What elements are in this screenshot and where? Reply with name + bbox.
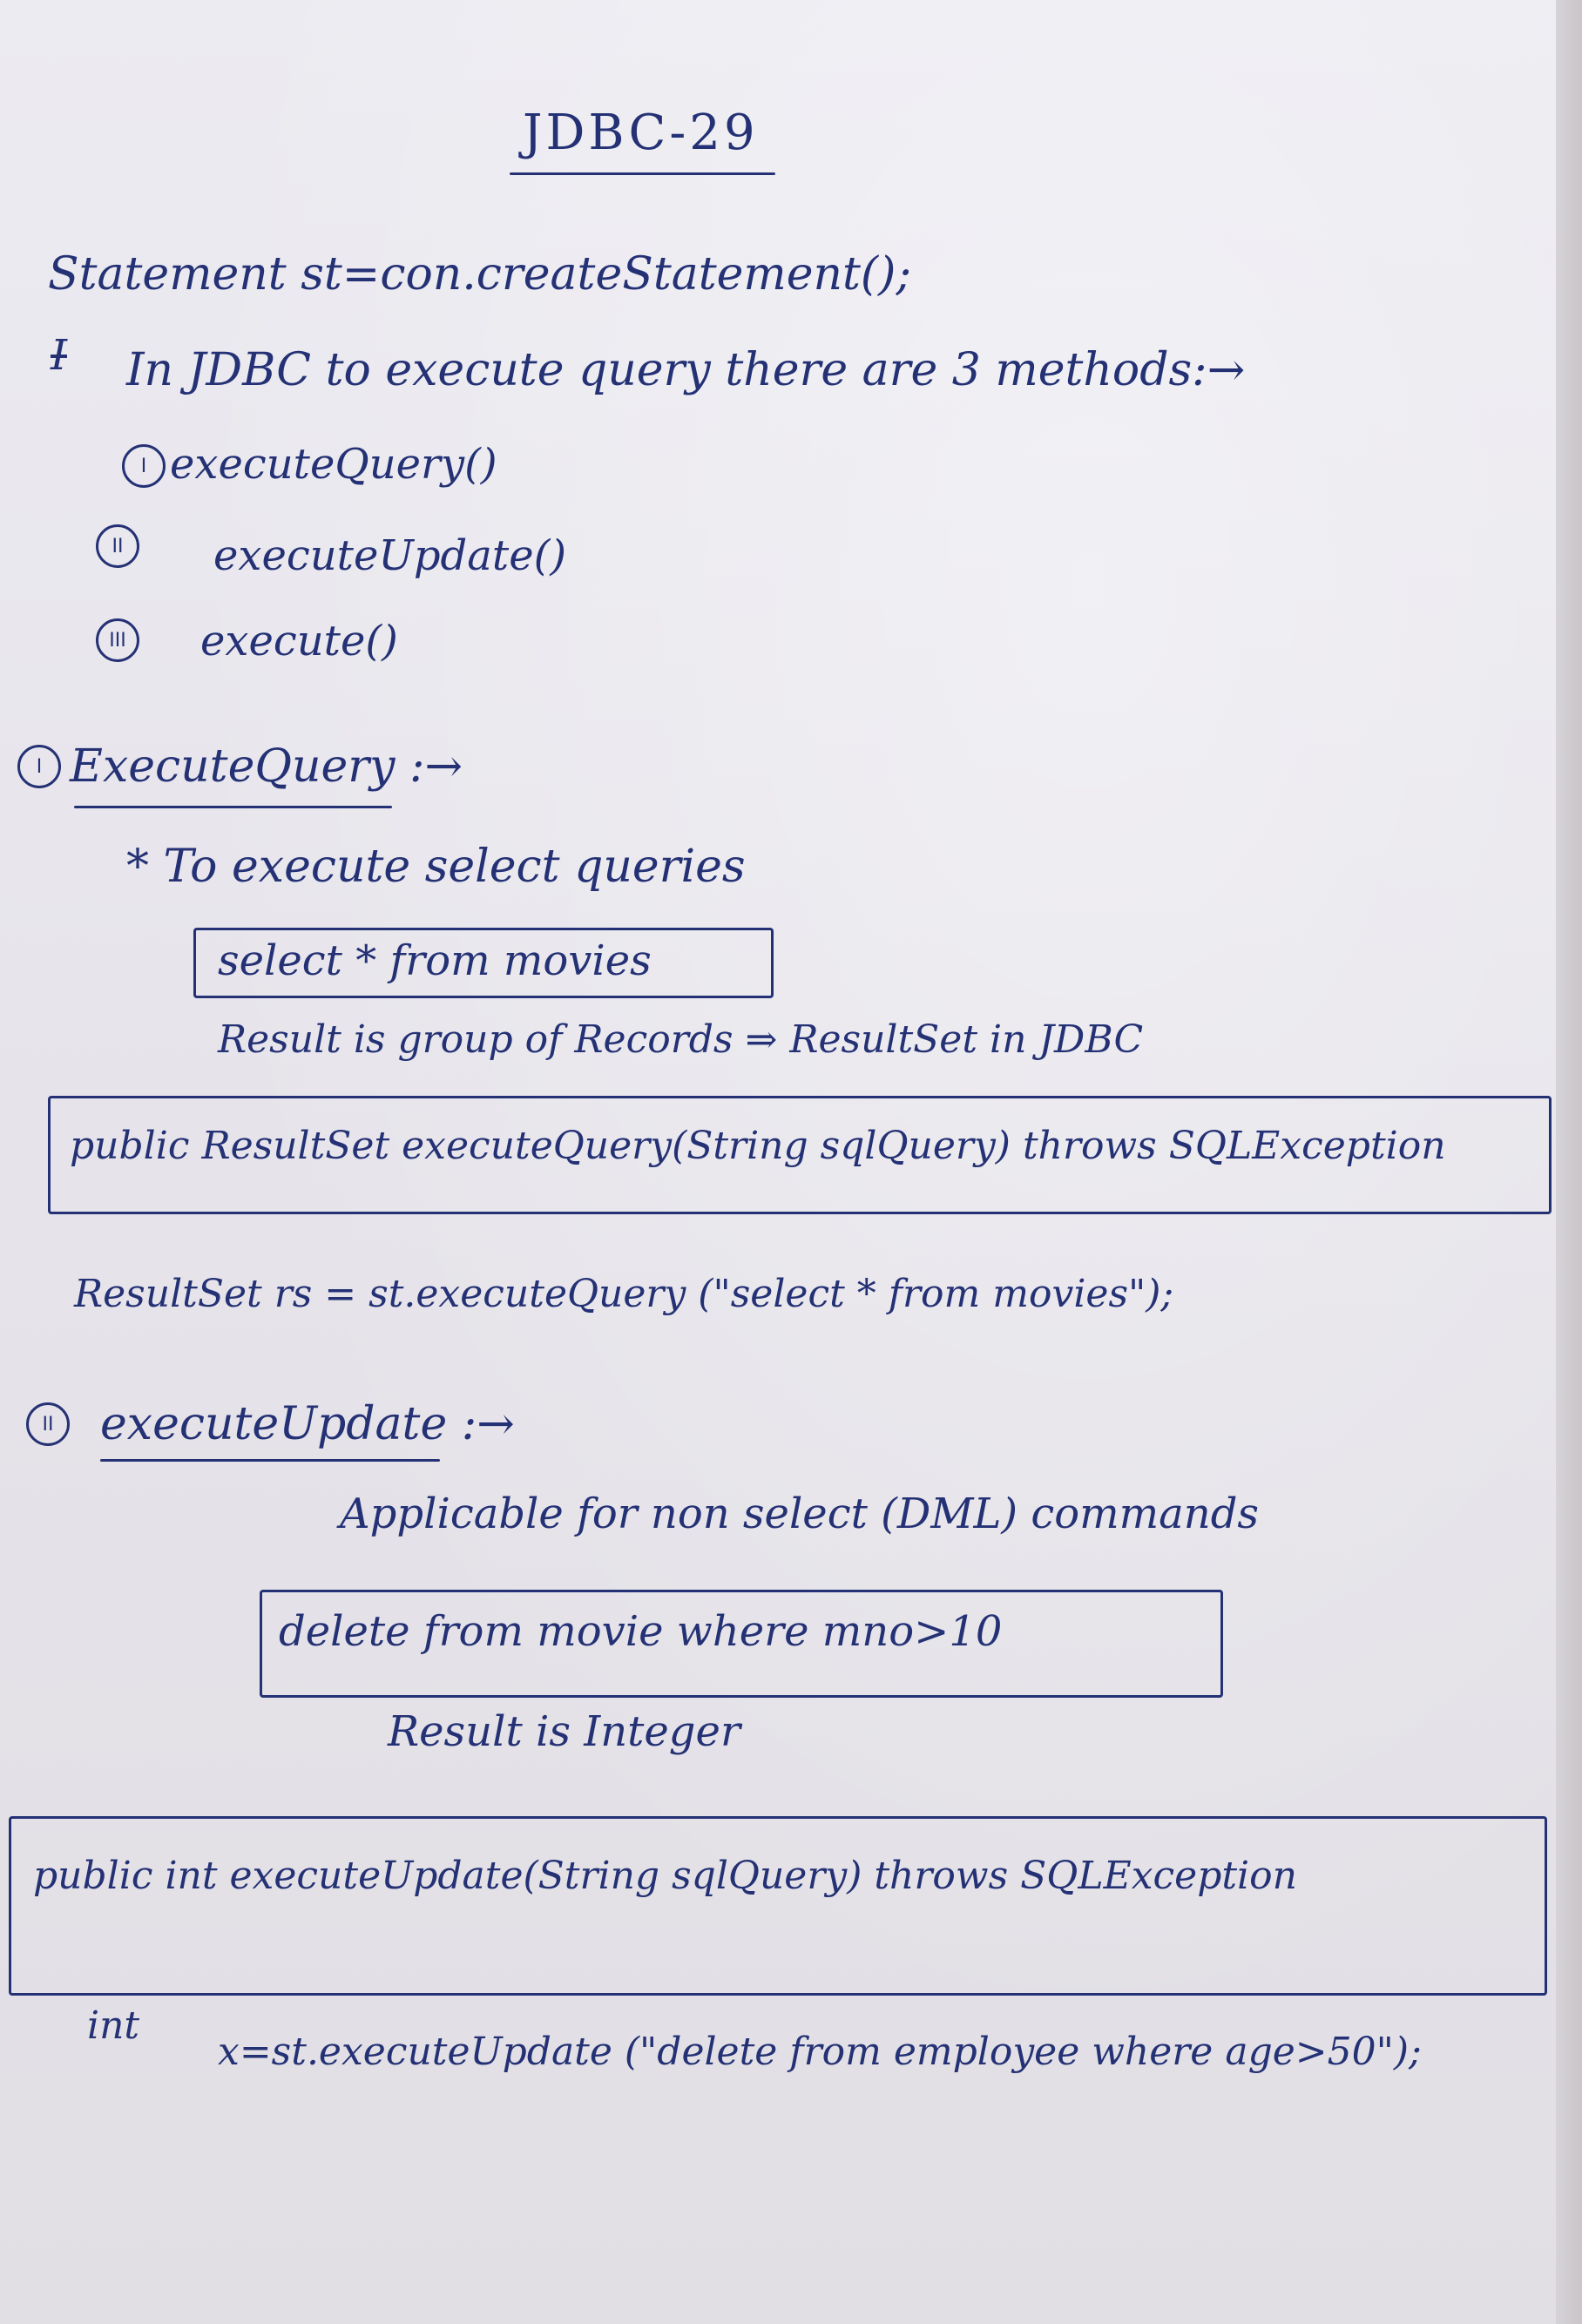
method-1: executeQuery() — [170, 440, 497, 489]
section1-heading: ExecuteQuery :→ — [70, 740, 463, 793]
section2-example-type: int — [87, 2003, 140, 2048]
section2-signature: public int executeUpdate(String sqlQuery… — [33, 1854, 1297, 1898]
section1-query: select * from movies — [218, 936, 652, 985]
page-edge — [1556, 0, 1582, 2324]
method-2: executeUpdate() — [213, 531, 567, 580]
title-underline — [510, 172, 775, 175]
intro-mark: I — [51, 331, 67, 380]
method-number-1: I — [122, 444, 166, 488]
section2-result: Result is Integer — [388, 1707, 740, 1756]
section2-number: II — [26, 1402, 70, 1446]
section2-query: delete from movie where mno>10 — [279, 1607, 1003, 1656]
section1-signature: public ResultSet executeQuery(String sql… — [70, 1124, 1446, 1168]
statement-line: Statement st=con.createStatement(); — [48, 248, 911, 301]
section1-number: I — [17, 745, 61, 788]
method-3: execute() — [200, 617, 398, 665]
method-number-3: III — [96, 618, 139, 662]
section1-query-box — [193, 928, 774, 998]
section2-signature-box — [9, 1816, 1547, 1996]
section2-heading: executeUpdate :→ — [100, 1398, 515, 1450]
section1-result: Result is group of Records ⇒ ResultSet i… — [218, 1017, 1144, 1062]
section1-heading-underline — [74, 806, 392, 808]
section1-bullet: * To execute select queries — [126, 841, 746, 893]
section1-example: ResultSet rs = st.executeQuery ("select … — [74, 1272, 1174, 1316]
section2-query-box — [260, 1590, 1223, 1698]
method-number-2: II — [96, 524, 139, 568]
section2-example: x=st.executeUpdate ("delete from employe… — [218, 2030, 1422, 2074]
page-title: JDBC-29 — [523, 105, 759, 161]
section2-applicable: Applicable for non select (DML) commands — [340, 1490, 1260, 1538]
section1-signature-box — [48, 1096, 1552, 1214]
section2-heading-underline — [100, 1459, 440, 1462]
intro-line: In JDBC to execute query there are 3 met… — [126, 344, 1246, 396]
